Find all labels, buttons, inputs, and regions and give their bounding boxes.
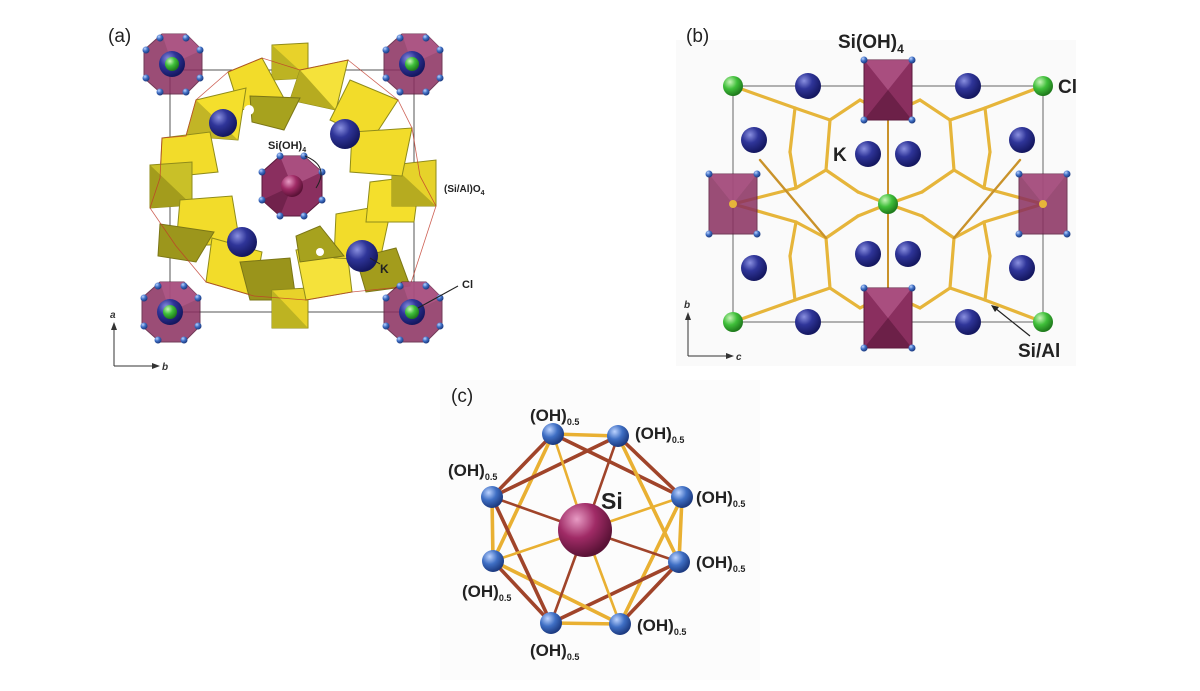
panel-b-hydroxyl-dots xyxy=(705,56,1071,352)
panel-b-label: (b) xyxy=(686,26,709,47)
panel-b-potassium-atoms xyxy=(741,73,1035,335)
panel-a-label: (a) xyxy=(108,26,131,47)
panel-b: (b) xyxy=(676,26,1077,366)
panel-a-axis-b: b xyxy=(162,362,168,373)
panel-c-silicon-atom xyxy=(558,503,612,557)
panel-a-chlorine-label: Cl xyxy=(462,279,473,291)
ligand-label-5: (OH)0.5 xyxy=(696,553,745,574)
panel-a-framework-label: (Si/Al)O4 xyxy=(444,184,485,197)
ligand-label-4: (OH)0.5 xyxy=(696,488,745,509)
panel-b-axes: b c xyxy=(684,300,742,363)
panel-b-chlorine-label: Cl xyxy=(1058,77,1077,98)
panel-b-silanol-label: Si(OH)4 xyxy=(838,32,904,56)
panel-a-axis-a: a xyxy=(110,310,116,321)
panel-a-potassium-label: K xyxy=(380,262,389,276)
panel-a: (a) xyxy=(108,26,485,373)
ligand-label-1: (OH)0.5 xyxy=(530,406,579,427)
panel-b-framework-site-label: Si/Al xyxy=(1018,341,1060,362)
panel-a-central-silanol xyxy=(258,152,326,220)
ligand-label-2: (OH)0.5 xyxy=(635,424,684,445)
panel-c-hydroxyl-atoms xyxy=(481,423,693,635)
panel-c-silicon-label: Si xyxy=(601,488,623,514)
panel-b-silanol-polyhedra xyxy=(708,59,1068,349)
panel-a-potassium-atoms xyxy=(209,105,378,272)
panel-c-label: (c) xyxy=(451,386,473,407)
panel-c: (c) xyxy=(440,380,760,680)
panel-b-chlorine-atoms xyxy=(723,76,1053,332)
ligand-label-7: (OH)0.5 xyxy=(637,616,686,637)
ligand-label-3: (OH)0.5 xyxy=(448,461,497,482)
ligand-label-6: (OH)0.5 xyxy=(462,582,511,603)
panel-c-ligand-labels: (OH)0.5 (OH)0.5 (OH)0.5 (OH)0.5 (OH)0.5 … xyxy=(448,406,745,662)
panel-a-hydroxyl-dots xyxy=(140,34,444,344)
ligand-label-8: (OH)0.5 xyxy=(530,641,579,662)
panel-b-potassium-label: K xyxy=(833,145,847,166)
panel-a-axes: a b xyxy=(110,310,168,373)
panel-a-silanol-label: Si(OH)4 xyxy=(268,140,306,154)
panel-a-corner-polyhedra xyxy=(141,33,443,343)
panel-a-framework xyxy=(149,42,437,329)
panel-b-axis-c: c xyxy=(736,352,742,363)
panel-b-axis-b: b xyxy=(684,300,690,311)
